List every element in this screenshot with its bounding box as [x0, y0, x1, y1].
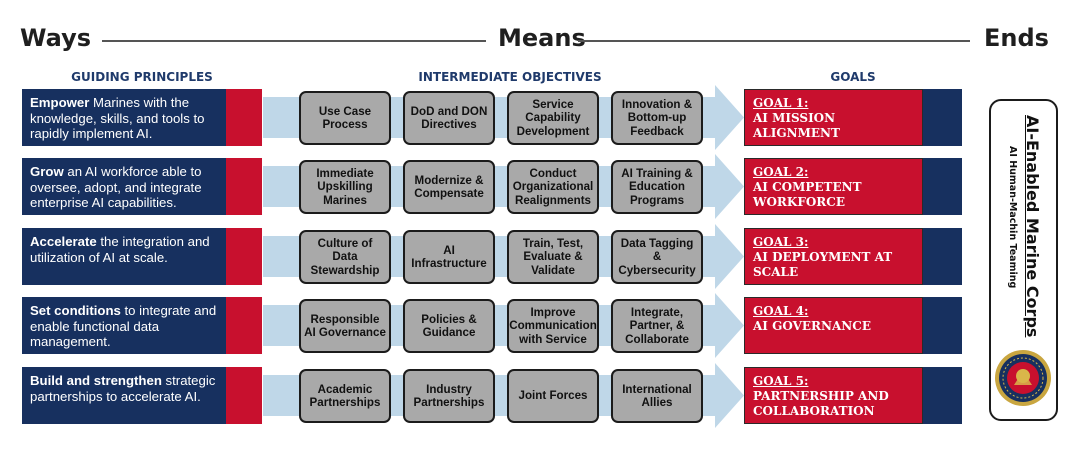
header-divider-right — [578, 40, 970, 42]
objective-box: Service Capability Development — [507, 91, 599, 145]
goal-number: GOAL 4: — [753, 304, 809, 318]
goals-heading: GOALS — [830, 70, 876, 84]
goal-box: GOAL 4:AI GOVERNANCE — [744, 297, 923, 354]
principle-red-tab — [226, 89, 262, 146]
goal-blue-tab — [923, 228, 962, 285]
objective-box: Culture of Data Stewardship — [299, 230, 391, 284]
principle-text: an AI workforce able to oversee, adopt, … — [30, 164, 202, 210]
principle-text: strategic partnerships to accelerate AI. — [30, 373, 216, 404]
objective-box: Policies & Guidance — [403, 299, 495, 353]
objective-box: Modernize & Compensate — [403, 160, 495, 214]
goal-number: GOAL 5: — [753, 374, 809, 388]
principle-red-tab — [226, 158, 262, 215]
means-heading: Means — [498, 24, 586, 52]
goal-title: AI COMPETENT WORKFORCE — [753, 180, 862, 209]
principle-lead: Build and strengthen — [30, 373, 162, 388]
principle-box: Empower Marines with the knowledge, skil… — [22, 89, 226, 146]
goal-number: GOAL 1: — [753, 96, 809, 110]
principle-red-tab — [226, 367, 262, 424]
objective-box: International Allies — [611, 369, 703, 423]
goal-title: AI DEPLOYMENT AT SCALE — [753, 250, 893, 279]
objective-box: Academic Partnerships — [299, 369, 391, 423]
goal-box: GOAL 5:PARTNERSHIP AND COLLABORATION — [744, 367, 923, 424]
goal-title: PARTNERSHIP AND COLLABORATION — [753, 389, 889, 418]
principle-lead: Accelerate — [30, 234, 97, 249]
principle-box: Set conditions to integrate and enable f… — [22, 297, 226, 354]
objective-box: Train, Test, Evaluate & Validate — [507, 230, 599, 284]
objective-box: Conduct Organizational Realignments — [507, 160, 599, 214]
goal-number: GOAL 2: — [753, 165, 809, 179]
objective-box: Joint Forces — [507, 369, 599, 423]
principle-lead: Grow — [30, 164, 64, 179]
objective-box: Use Case Process — [299, 91, 391, 145]
principle-box: Grow an AI workforce able to oversee, ad… — [22, 158, 226, 215]
objective-box: Industry Partnerships — [403, 369, 495, 423]
goal-blue-tab — [923, 89, 962, 146]
side-panel-subtitle: AI Human-Machin Teaming — [1007, 146, 1018, 289]
goal-box: GOAL 3:AI DEPLOYMENT AT SCALE — [744, 228, 923, 285]
objective-box: Integrate, Partner, & Collaborate — [611, 299, 703, 353]
objective-box: Innovation & Bottom-up Feedback — [611, 91, 703, 145]
principle-red-tab — [226, 228, 262, 285]
objective-box: Responsible AI Governance — [299, 299, 391, 353]
side-panel: AI-Enabled Marine Corps AI Human-Machin … — [989, 99, 1058, 421]
principle-lead: Set conditions — [30, 303, 121, 318]
goal-title: AI GOVERNANCE — [753, 319, 871, 333]
principle-lead: Empower — [30, 95, 90, 110]
goal-blue-tab — [923, 158, 962, 215]
objective-box: DoD and DON Directives — [403, 91, 495, 145]
principle-text: to integrate and enable functional data … — [30, 303, 217, 349]
goal-title: AI MISSION ALIGNMENT — [753, 111, 840, 140]
guiding-principles-heading: GUIDING PRINCIPLES — [71, 70, 213, 84]
objective-box: AI Training & Education Programs — [611, 160, 703, 214]
principle-text: Marines with the knowledge, skills, and … — [30, 95, 205, 141]
goal-number: GOAL 3: — [753, 235, 809, 249]
objective-box: AI Infrastructure — [403, 230, 495, 284]
objective-box: Immediate Upskilling Marines — [299, 160, 391, 214]
principle-box: Accelerate the integration and utilizati… — [22, 228, 226, 285]
ends-heading: Ends — [984, 24, 1049, 52]
marine-corps-seal-icon — [995, 350, 1051, 406]
principle-text: the integration and utilization of AI at… — [30, 234, 210, 265]
goal-blue-tab — [923, 367, 962, 424]
header-divider-left — [102, 40, 486, 42]
goal-box: GOAL 2:AI COMPETENT WORKFORCE — [744, 158, 923, 215]
objective-box: Improve Communication with Service — [507, 299, 599, 353]
goal-box: GOAL 1:AI MISSION ALIGNMENT — [744, 89, 923, 146]
side-panel-title: AI-Enabled Marine Corps — [1023, 115, 1042, 338]
goal-blue-tab — [923, 297, 962, 354]
ways-heading: Ways — [20, 24, 92, 52]
intermediate-objectives-heading: INTERMEDIATE OBJECTIVES — [418, 70, 602, 84]
objective-box: Data Tagging & Cybersecurity — [611, 230, 703, 284]
principle-red-tab — [226, 297, 262, 354]
principle-box: Build and strengthen strategic partnersh… — [22, 367, 226, 424]
